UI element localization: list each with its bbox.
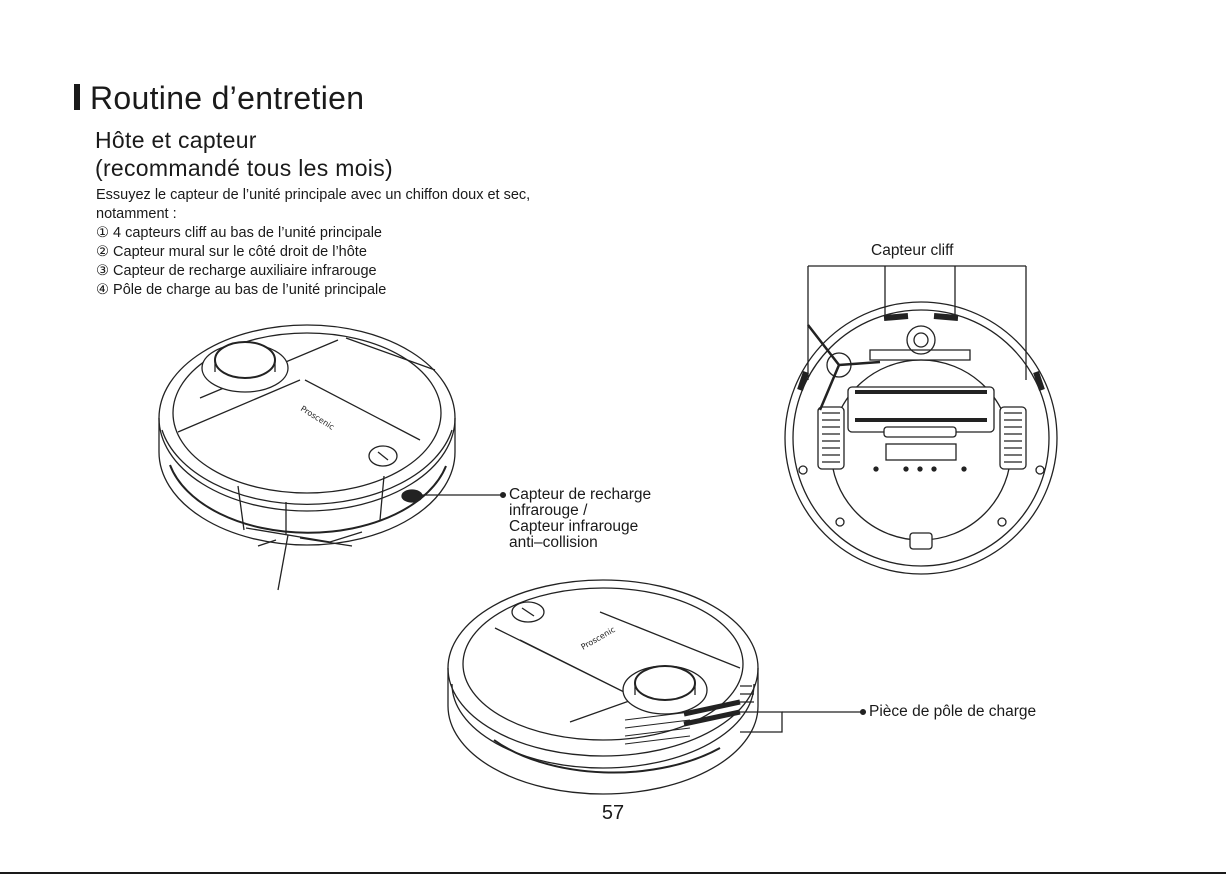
ir-sensor-label-line-1: Capteur de recharge [509, 487, 651, 503]
ir-sensor-label-line-2: infrarouge / [509, 503, 651, 519]
ir-sensor-label: Capteur de recharge infrarouge / Capteur… [509, 487, 651, 551]
charge-pole-label: Pièce de pôle de charge [869, 704, 1036, 720]
robot-top-view-illustration: Proscenic [159, 325, 455, 590]
page-number: 57 [0, 802, 1226, 825]
charge-pole-bracket [740, 710, 865, 732]
robot-bottom-view-illustration [785, 302, 1057, 574]
robot-side-view-illustration: Proscenic [448, 580, 758, 794]
ir-sensor-leader-line [422, 493, 505, 498]
cliff-sensor-label: Capteur cliff [871, 243, 953, 259]
ir-sensor-label-line-4: anti–collision [509, 535, 651, 551]
ir-sensor-label-line-3: Capteur infrarouge [509, 519, 651, 535]
